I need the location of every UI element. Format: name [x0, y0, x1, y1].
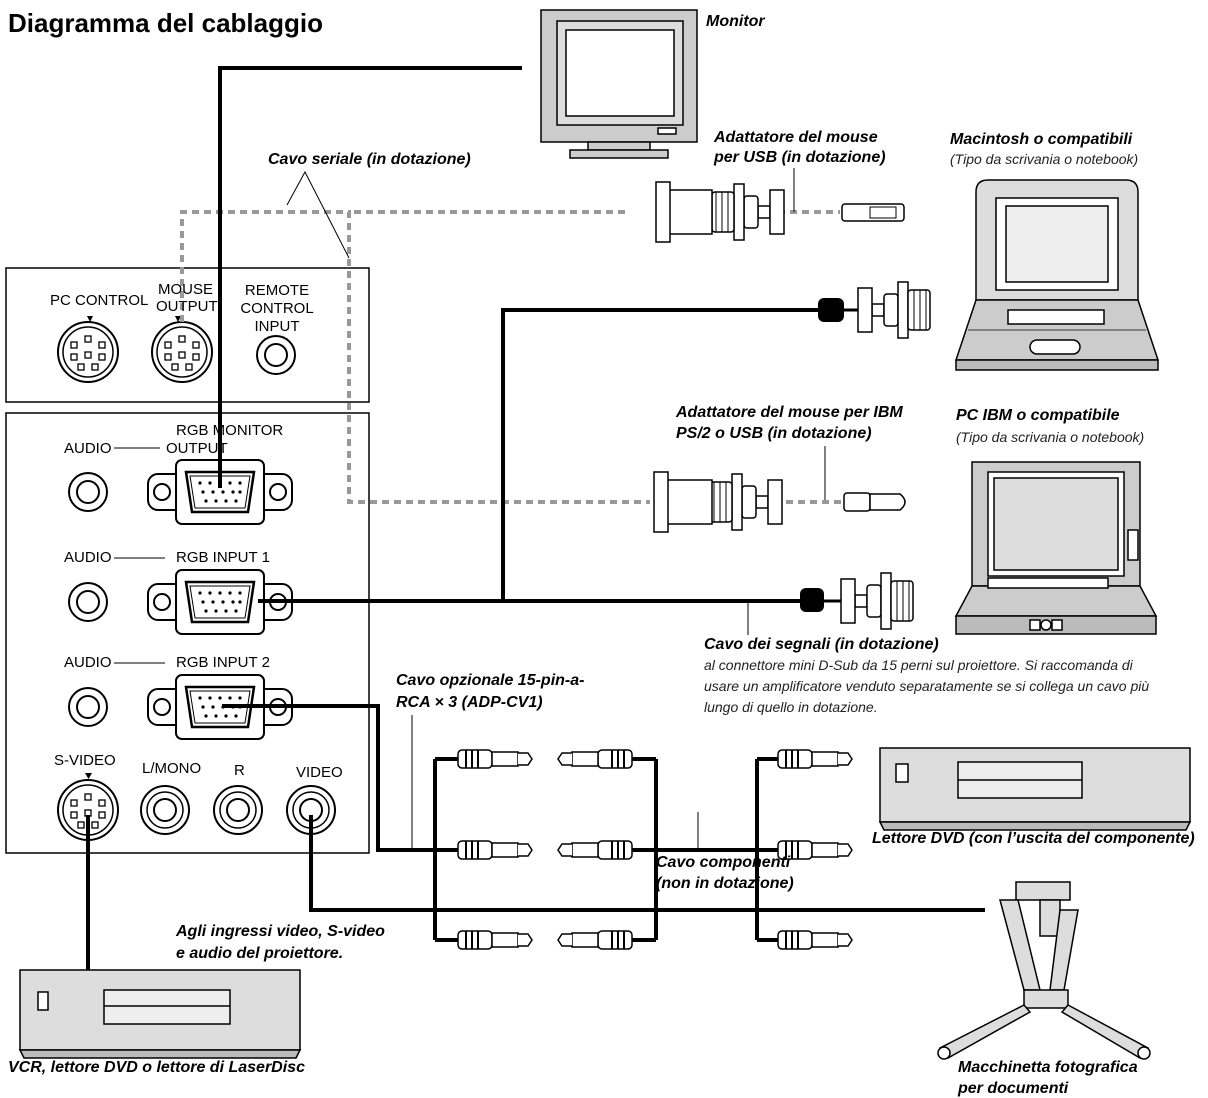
component-cable-label-1: Cavo componenti	[656, 854, 791, 871]
mac-sublabel: (Tipo da scrivania o notebook)	[950, 151, 1139, 167]
port-r: R	[234, 762, 245, 779]
monitor-drawing	[540, 9, 698, 159]
usb-adapter-label-1: Adattatore del mouse	[714, 129, 878, 146]
port-video: VIDEO	[296, 764, 343, 781]
port-remote-3: INPUT	[254, 318, 300, 335]
monitor-cable	[218, 66, 522, 488]
signal-note-3: lungo di quello in dotazione.	[704, 699, 878, 715]
vcr-drawing	[18, 969, 302, 1059]
monitor-label: Monitor	[706, 13, 765, 30]
port-audio-3: AUDIO	[64, 654, 112, 671]
port-mouse-output-2: OUTPUT	[156, 298, 218, 315]
pc-laptop-drawing	[954, 461, 1158, 635]
port-rgb-monitor-1: RGB MONITOR	[176, 422, 284, 439]
port-s-video: S-VIDEO	[54, 752, 116, 769]
optional-cable-label-1: Cavo opzionale 15-pin-a-	[396, 672, 585, 689]
port-remote-2: CONTROL	[240, 300, 314, 317]
serial-cable-label: Cavo seriale (in dotazione)	[268, 151, 471, 168]
port-pc-control: PC CONTROL	[50, 292, 149, 309]
video-inputs-label-2: e audio del proiettore.	[176, 945, 344, 962]
port-audio-1: AUDIO	[64, 440, 112, 457]
dvd-player-label: Lettore DVD (con l’uscita del componente…	[872, 830, 1195, 847]
page-title: Diagramma del cablaggio	[8, 8, 323, 38]
signal-note-2: usare un amplificatore venduto separatam…	[704, 678, 1150, 694]
port-mouse-output-1: MOUSE	[158, 281, 214, 298]
projector-io-panel	[5, 412, 370, 854]
port-l-mono: L/MONO	[142, 760, 202, 777]
document-camera-drawing	[937, 881, 1151, 1060]
usb-adapter-label-2: per USB (in dotazione)	[714, 149, 886, 166]
pc-sublabel: (Tipo da scrivania o notebook)	[956, 429, 1145, 445]
serial-cable	[180, 210, 845, 504]
doc-camera-label-2: per documenti	[958, 1080, 1069, 1097]
doc-camera-label-1: Macchinetta fotografica	[958, 1059, 1138, 1076]
vcr-label: VCR, lettore DVD o lettore di LaserDisc	[8, 1059, 305, 1076]
projector-control-panel	[5, 267, 370, 403]
mac-laptop-drawing	[954, 179, 1160, 371]
usb-adapter-ibm-drawing	[653, 471, 906, 533]
signal-cable-label: Cavo dei segnali (in dotazione)	[704, 636, 939, 653]
pc-label: PC IBM o compatibile	[956, 407, 1120, 424]
video-inputs-label-1: Agli ingressi video, S-video	[176, 923, 385, 940]
adp-cv1-cable	[222, 704, 435, 852]
optional-cable-label-2: RCA × 3 (ADP-CV1)	[396, 694, 543, 711]
port-rgb-monitor-2: OUTPUT	[166, 440, 228, 457]
ibm-adapter-label-2: PS/2 o USB (in dotazione)	[676, 425, 872, 442]
ibm-adapter-label-1: Adattatore del mouse per IBM	[676, 404, 903, 421]
port-audio-2: AUDIO	[64, 549, 112, 566]
video-cable	[309, 815, 985, 912]
signal-note-1: al connettore mini D-Sub da 15 perni sul…	[704, 657, 1133, 673]
port-rgb-input-1: RGB INPUT 1	[176, 549, 270, 566]
signal-cable-mac	[501, 308, 820, 601]
dvd-player-drawing	[878, 747, 1192, 831]
port-remote-1: REMOTE	[244, 282, 310, 299]
usb-adapter-mac-drawing	[655, 181, 905, 243]
component-cable-label-2: (non in dotazione)	[656, 875, 794, 892]
port-rgb-input-2: RGB INPUT 2	[176, 654, 270, 671]
mac-label: Macintosh o compatibili	[950, 131, 1133, 148]
